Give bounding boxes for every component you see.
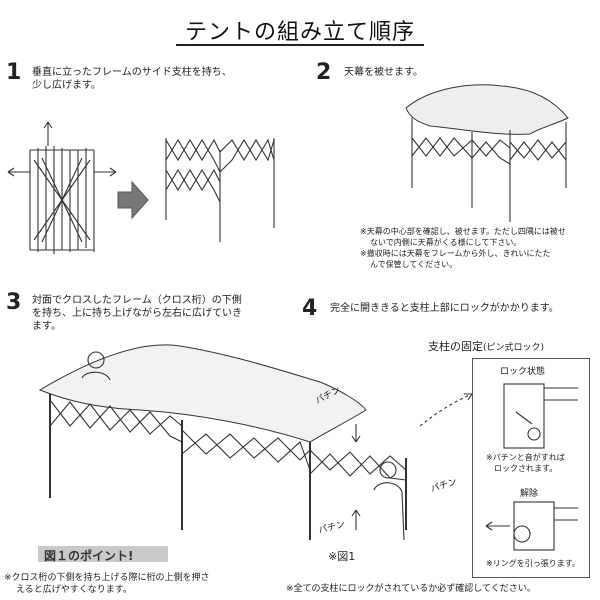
point-heading: 図１のポイント! — [44, 549, 134, 563]
final-note: ※全ての支柱にロックがされているか必ず確認してください。 — [286, 584, 536, 594]
person-right-icon — [373, 461, 405, 541]
figure-label: ※図1 — [328, 550, 356, 563]
tent-illustration — [38, 344, 473, 541]
release-label: 解除 — [520, 489, 539, 499]
step-3-number: 3 — [6, 290, 22, 315]
step-2-number: 2 — [316, 60, 332, 85]
step-2-illustration — [405, 84, 569, 222]
lock-state-illustration — [503, 383, 578, 449]
lock-panel — [472, 358, 590, 578]
page-title: テントの組み立て順序 — [184, 20, 415, 45]
point-heading-bar — [38, 546, 168, 562]
step-2-notes: ※天幕の中心部を確認し、被せます。ただし四隅には被せ ないで内側に天幕がくる様に… — [360, 227, 566, 269]
point-note: ※クロス桁の下側を持ち上げる際に桁の上側を押さ えると広げやすくなります。 — [4, 573, 210, 595]
step-4-text: 完全に開ききると支柱上部にロックがかかります。 — [330, 303, 559, 314]
step-3-text: 対面でクロスしたフレーム（クロス桁）の下側 を持ち、上に持ち上げながら左右に広げ… — [32, 295, 242, 332]
lock-state-note: ※パチンと音がすれば ロックされます。 — [486, 453, 565, 473]
lock-heading: 支柱の固定(ピン式ロック) — [428, 340, 545, 353]
release-note: ※リングを引っ張ります。 — [486, 559, 580, 568]
step-4-number: 4 — [302, 296, 318, 321]
step-1-number: 1 — [6, 60, 22, 85]
step-1-text: 垂直に立ったフレームのサイド支柱を持ち、 少し広げます。 — [32, 67, 232, 91]
title-underline — [176, 44, 424, 46]
release-illustration — [485, 501, 578, 551]
lock-state-label: ロック状態 — [500, 367, 546, 377]
person-left-icon — [81, 351, 111, 381]
step-2-text: 天幕を被せます。 — [344, 67, 423, 78]
step-1-illustration — [7, 121, 275, 254]
